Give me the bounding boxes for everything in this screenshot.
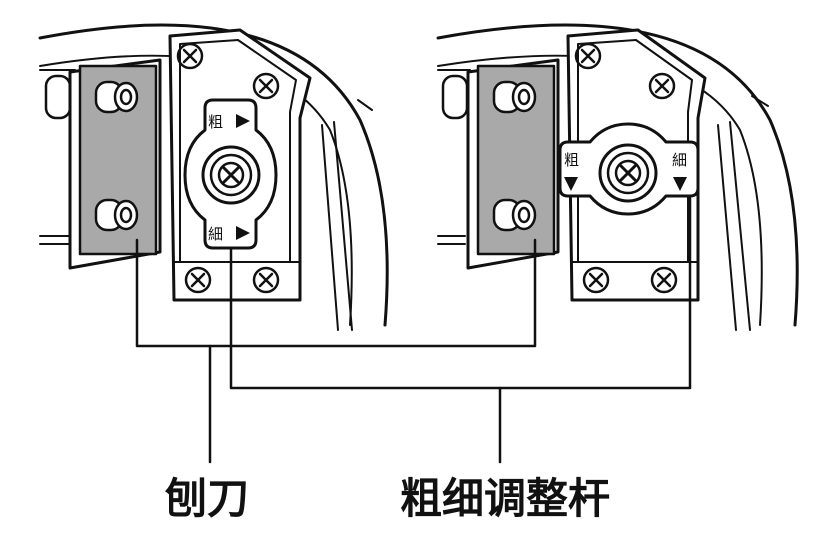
right-blade-screw-bottom	[492, 198, 537, 232]
left-adjust-knob	[183, 98, 278, 250]
left-blade-screw-bottom	[94, 198, 139, 232]
right-blade-holder	[466, 58, 560, 270]
left-plate-screw-4	[252, 266, 280, 294]
right-knob-right-text: 細	[672, 151, 687, 169]
left-blade-screw-top	[94, 80, 139, 114]
left-plate-screw-1	[176, 42, 204, 70]
blade-label: 刨刀	[165, 474, 250, 523]
adjust-lever-label: 粗细调整杆	[400, 474, 611, 523]
left-knob-top-arrow-icon	[236, 114, 250, 128]
left-knob-bottom-text: 細	[208, 225, 223, 243]
left-view: 粗 細	[38, 23, 389, 331]
right-plate-screw-2	[648, 72, 676, 100]
left-plate-screw-2	[252, 72, 280, 100]
right-knob-right-arrow-icon	[673, 177, 687, 191]
left-knob-bottom-arrow-icon	[236, 226, 250, 240]
right-knob-left-text: 粗	[564, 151, 579, 169]
left-plate-screw-3	[184, 266, 212, 294]
right-drum-rim	[436, 23, 799, 331]
right-plate-screw-3	[582, 266, 610, 294]
left-knob-top-text: 粗	[208, 113, 223, 131]
left-blade-holder	[68, 58, 162, 270]
right-view: 粗 細	[436, 23, 799, 331]
right-plate-screw-4	[650, 266, 678, 294]
right-shaft	[437, 69, 471, 245]
right-knob-left-arrow-icon	[564, 177, 578, 191]
blade-leader-lines	[135, 238, 537, 464]
right-adjust-knob	[558, 122, 700, 216]
right-blade-screw-top	[492, 80, 537, 114]
adjust-lever-leader-lines	[229, 196, 692, 464]
left-drum-rim	[38, 23, 389, 331]
right-plate-screw-1	[574, 42, 602, 70]
